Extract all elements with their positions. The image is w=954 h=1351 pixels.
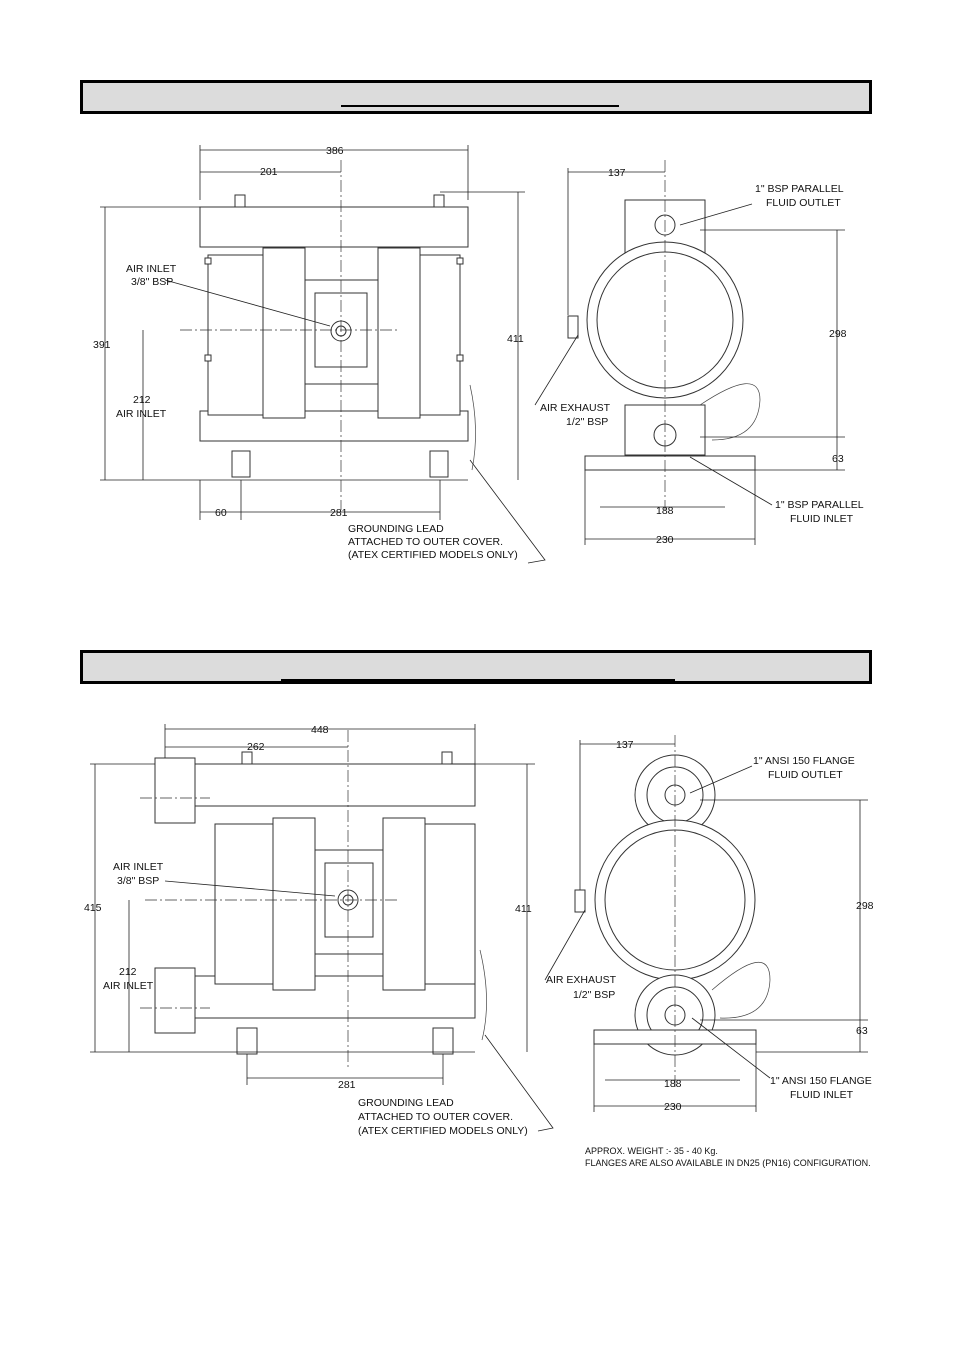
weight-note: APPROX. WEIGHT :- 35 - 40 Kg. <box>585 1146 718 1156</box>
front2-overall-width: 448 <box>311 724 329 736</box>
front2-foot-spacing: 281 <box>338 1079 356 1091</box>
side-view-1: 137 1" BSP PARALLEL FLUID OUTLET 298 63 … <box>534 160 864 546</box>
front1-air-inlet-size: 3/8" BSP <box>131 276 173 288</box>
section1-title-underline <box>341 105 619 107</box>
side1-outlet-label: 1" BSP PARALLEL <box>755 183 844 195</box>
side1-inlet-height: 63 <box>832 453 844 465</box>
front1-air-inlet-height-label: AIR INLET <box>116 408 167 420</box>
side1-depth-half: 137 <box>608 167 626 179</box>
side-view-2: 137 1" ANSI 150 FLANGE FLUID OUTLET 298 … <box>544 735 874 1113</box>
front2-height-right: 411 <box>515 903 532 915</box>
side1-base-outer: 230 <box>656 534 674 546</box>
side2-outlet-sub: FLUID OUTLET <box>768 769 843 781</box>
front2-half-width: 262 <box>247 741 265 753</box>
side2-outlet-label: 1" ANSI 150 FLANGE <box>753 755 855 767</box>
front1-air-inlet-height: 212 <box>133 394 151 406</box>
side2-inlet-height: 63 <box>856 1025 868 1037</box>
front1-foot-spacing: 281 <box>330 507 348 519</box>
side1-inlet-label: 1" BSP PARALLEL <box>775 499 864 511</box>
side1-outlet-sub: FLUID OUTLET <box>766 197 841 209</box>
side2-exhaust-label: AIR EXHAUST <box>546 974 617 986</box>
section1-drawing: 386 201 391 411 AIR INLET 3/8" BSP 212 A… <box>93 145 864 564</box>
side2-inlet-sub: FLUID INLET <box>790 1089 854 1101</box>
side1-exhaust-size: 1/2" BSP <box>566 416 608 428</box>
side1-base-inner: 188 <box>656 505 674 517</box>
section1-title-banner <box>80 80 872 114</box>
side2-base-outer: 230 <box>664 1101 682 1113</box>
side2-base-inner: 188 <box>664 1078 682 1090</box>
front2-grounding-line-1: GROUNDING LEAD <box>358 1097 454 1109</box>
side1-inlet-sub: FLUID INLET <box>790 513 854 525</box>
front1-grounding-line-2: ATTACHED TO OUTER COVER. <box>348 536 503 548</box>
side1-port-spacing: 298 <box>829 328 847 340</box>
front2-air-inlet-label: AIR INLET <box>113 861 164 873</box>
front-view-2: 448 262 415 411 AIR INLET 3/8" BSP 212 A… <box>84 724 554 1137</box>
front1-height-right: 411 <box>507 333 524 345</box>
front1-overall-width: 386 <box>326 145 344 157</box>
flange-note: FLANGES ARE ALSO AVAILABLE IN DN25 (PN16… <box>585 1158 871 1168</box>
side2-exhaust-size: 1/2" BSP <box>573 989 615 1001</box>
side2-inlet-label: 1" ANSI 150 FLANGE <box>770 1075 872 1087</box>
front1-foot-offset: 60 <box>215 507 227 519</box>
front2-air-inlet-height: 212 <box>119 966 137 978</box>
front2-overall-height: 415 <box>84 902 102 914</box>
front1-half-width: 201 <box>260 166 278 178</box>
front-view-1: 386 201 391 411 AIR INLET 3/8" BSP 212 A… <box>93 145 546 564</box>
front2-grounding-line-3: (ATEX CERTIFIED MODELS ONLY) <box>358 1125 528 1137</box>
front2-air-inlet-height-label: AIR INLET <box>103 980 154 992</box>
front1-air-inlet-label: AIR INLET <box>126 263 177 275</box>
side1-exhaust-label: AIR EXHAUST <box>540 402 611 414</box>
section2-title-banner <box>80 650 872 684</box>
front1-grounding-line-1: GROUNDING LEAD <box>348 523 444 535</box>
section2-title-underline <box>281 679 675 681</box>
section2-drawing: 448 262 415 411 AIR INLET 3/8" BSP 212 A… <box>84 724 874 1137</box>
front1-overall-height: 391 <box>93 339 111 351</box>
front1-grounding-line-3: (ATEX CERTIFIED MODELS ONLY) <box>348 549 518 561</box>
side2-port-spacing: 298 <box>856 900 874 912</box>
side2-depth-half: 137 <box>616 739 634 751</box>
front2-grounding-line-2: ATTACHED TO OUTER COVER. <box>358 1111 513 1123</box>
front2-air-inlet-size: 3/8" BSP <box>117 875 159 887</box>
